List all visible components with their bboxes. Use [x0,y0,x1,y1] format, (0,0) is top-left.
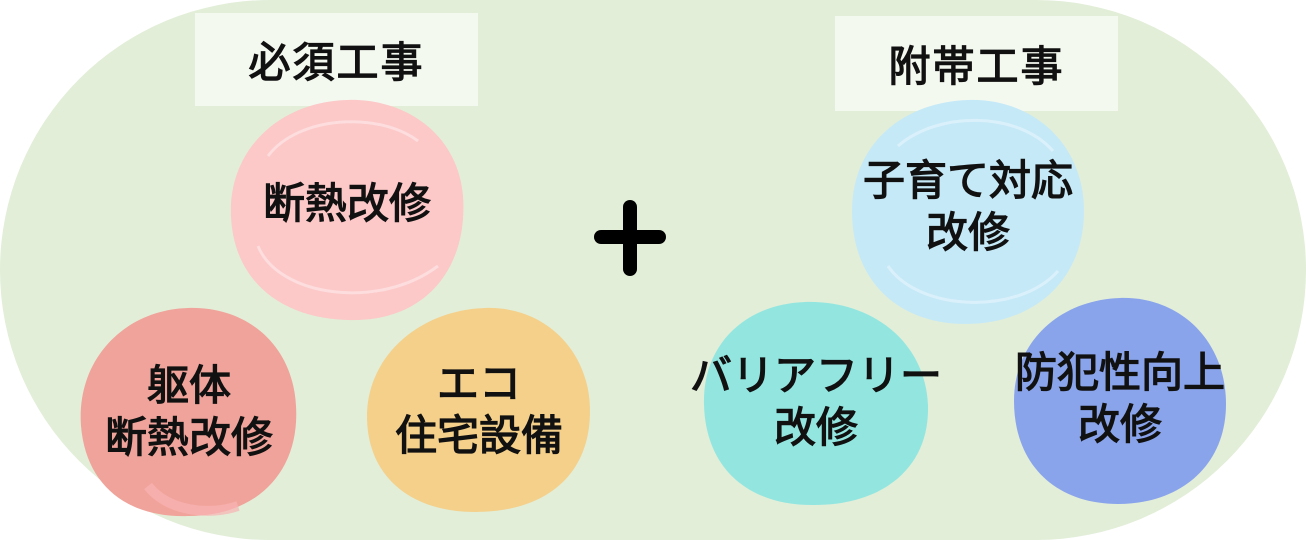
pink-blob-shape [230,99,464,321]
required-works-label: 必須工事 [195,13,478,106]
childcare-renovation-line-1: 子育て対応 [862,155,1073,205]
teal-blob-shape [703,301,929,506]
required-works-title: 必須工事 [248,38,425,87]
salmon-blob-shape [80,307,297,517]
structural-insulation-line-2: 断熱改修 [104,413,273,462]
crime-prevention-renovation-blob: 防犯性向上 改修 [1010,296,1230,506]
insulation-renovation-text: 断熱改修 [262,178,431,228]
optional-works-title: 附帯工事 [888,42,1065,91]
barrier-free-renovation-blob: バリアフリー 改修 [690,300,942,508]
insulation-renovation-blob: 断熱改修 [228,96,466,322]
eco-housing-equipment-text: エコ 住宅設備 [395,358,563,463]
eco-housing-equipment-line-1: エコ [436,358,521,408]
childcare-renovation-text: 子育て対応 改修 [863,155,1073,260]
childcare-renovation-line-2: 改修 [925,208,1010,257]
plus-icon [594,200,666,276]
crime-prevention-renovation-line-2: 改修 [1077,400,1162,449]
barrier-free-renovation-line-1: バリアフリー [690,350,943,400]
light-blue-blob-shape [852,99,1084,324]
barrier-free-renovation-line-2: 改修 [774,403,859,452]
crime-prevention-renovation-text: 防犯性向上 改修 [1015,347,1225,452]
structural-insulation-text: 躯体 断熱改修 [105,360,273,465]
orange-blob-shape [367,307,590,512]
structural-insulation-blob: 躯体 断熱改修 [78,306,300,518]
eco-housing-equipment-line-2: 住宅設備 [394,411,563,460]
eco-housing-equipment-blob: エコ 住宅設備 [365,306,593,514]
childcare-renovation-blob: 子育て対応 改修 [848,96,1088,328]
crime-prevention-renovation-line-1: 防犯性向上 [1014,347,1225,397]
blue-blob-shape [1014,297,1226,504]
structural-insulation-line-1: 躯体 [146,360,231,410]
optional-works-label: 附帯工事 [835,16,1118,111]
barrier-free-renovation-text: バリアフリー 改修 [690,350,942,455]
